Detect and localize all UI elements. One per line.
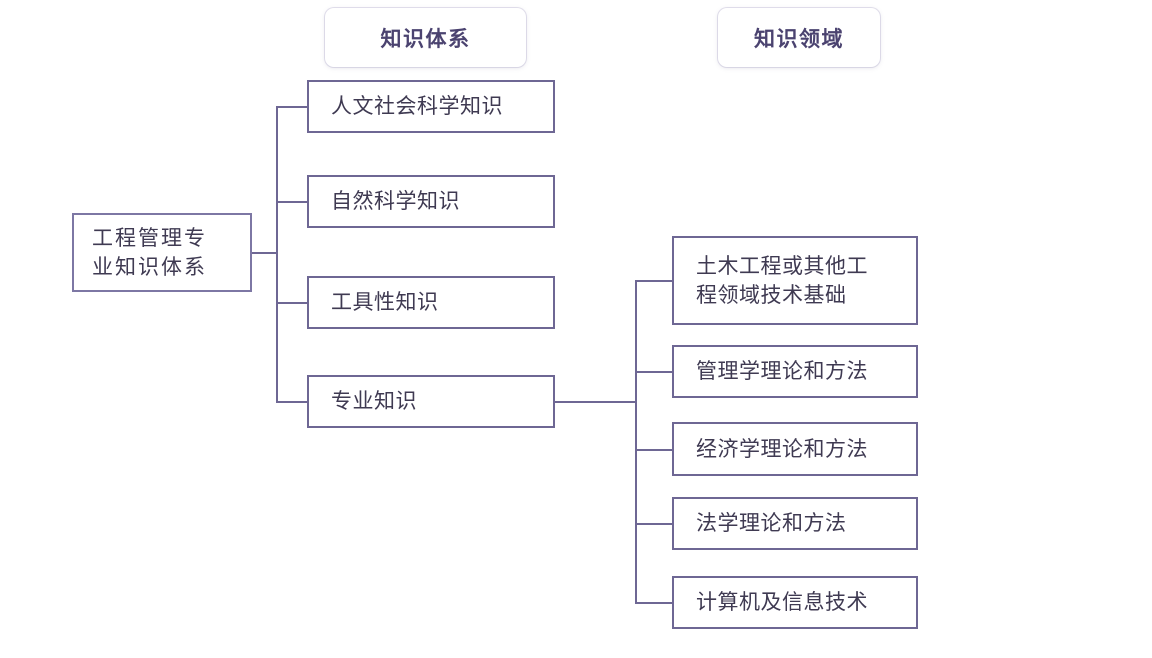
column-header-knowledge-domain-label: 知识领域 bbox=[754, 26, 844, 51]
connector-level2-trunk bbox=[635, 280, 637, 603]
column-header-knowledge-system-label: 知识体系 bbox=[380, 26, 471, 51]
node-computer-information-technology-label: 计算机及信息技术 bbox=[696, 590, 868, 615]
connector-level2-branch-1 bbox=[635, 280, 673, 282]
node-root-label: 工程管理专 业知识体系 bbox=[92, 225, 207, 279]
node-natural-science[interactable]: 自然科学知识 bbox=[307, 175, 555, 228]
connector-level2-branch-5 bbox=[635, 602, 673, 604]
node-humanities-social-science-label: 人文社会科学知识 bbox=[331, 94, 503, 119]
node-instrumental-knowledge[interactable]: 工具性知识 bbox=[307, 276, 555, 329]
node-professional-knowledge-label: 专业知识 bbox=[331, 389, 417, 414]
node-natural-science-label: 自然科学知识 bbox=[331, 189, 460, 214]
connector-level2-branch-2 bbox=[635, 371, 673, 373]
node-law-theory-methods[interactable]: 法学理论和方法 bbox=[672, 497, 918, 550]
node-management-theory-methods[interactable]: 管理学理论和方法 bbox=[672, 345, 918, 398]
node-management-theory-methods-label: 管理学理论和方法 bbox=[696, 359, 868, 384]
node-civil-engineering-technical-base[interactable]: 土木工程或其他工 程领域技术基础 bbox=[672, 236, 918, 325]
connector-professional-stub bbox=[554, 401, 637, 403]
node-civil-engineering-technical-base-label: 土木工程或其他工 程领域技术基础 bbox=[696, 253, 868, 307]
node-law-theory-methods-label: 法学理论和方法 bbox=[696, 511, 847, 536]
node-humanities-social-science[interactable]: 人文社会科学知识 bbox=[307, 80, 555, 133]
connector-level2-branch-4 bbox=[635, 523, 673, 525]
node-instrumental-knowledge-label: 工具性知识 bbox=[331, 290, 439, 315]
connector-level1-branch-1 bbox=[276, 106, 308, 108]
connector-level1-branch-4 bbox=[276, 401, 308, 403]
node-economics-theory-methods[interactable]: 经济学理论和方法 bbox=[672, 422, 918, 476]
column-header-knowledge-system: 知识体系 bbox=[325, 8, 526, 67]
connector-root-stub bbox=[252, 252, 278, 254]
connector-level2-branch-3 bbox=[635, 449, 673, 451]
connector-level1-trunk bbox=[276, 106, 278, 403]
node-root[interactable]: 工程管理专 业知识体系 bbox=[72, 213, 252, 292]
column-header-knowledge-domain: 知识领域 bbox=[718, 8, 880, 67]
connector-level1-branch-3 bbox=[276, 302, 308, 304]
node-computer-information-technology[interactable]: 计算机及信息技术 bbox=[672, 576, 918, 629]
connector-level1-branch-2 bbox=[276, 201, 308, 203]
node-professional-knowledge[interactable]: 专业知识 bbox=[307, 375, 555, 428]
node-economics-theory-methods-label: 经济学理论和方法 bbox=[696, 436, 868, 461]
